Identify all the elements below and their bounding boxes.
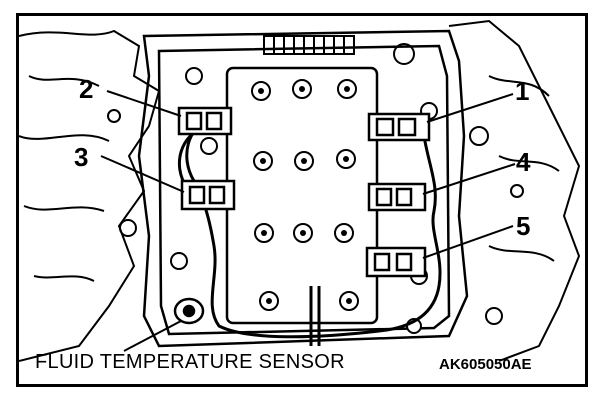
figure-id: AK605050AE	[439, 356, 532, 373]
callout-5: 5	[516, 211, 531, 241]
valve-body-illustration: 1 2 3 4 5 FLUID TEMPERATURE SENSOR AK605…	[16, 13, 588, 387]
callout-1: 1	[515, 76, 530, 106]
leader-line-4	[422, 163, 516, 195]
callout-4: 4	[516, 147, 531, 177]
leader-line-5	[422, 225, 514, 259]
leader-line-1	[426, 93, 514, 123]
fluid-temperature-sensor-caption: FLUID TEMPERATURE SENSOR	[35, 351, 345, 373]
leader-line-sensor	[123, 320, 182, 352]
callout-2: 2	[79, 74, 94, 104]
leader-line-3	[100, 155, 185, 193]
valve-body-line-art	[19, 19, 581, 362]
callout-3: 3	[74, 142, 89, 172]
leader-line-2	[106, 90, 182, 117]
